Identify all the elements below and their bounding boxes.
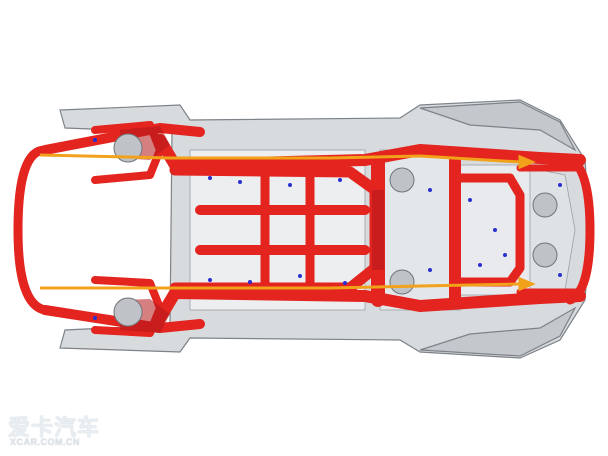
watermark-logo: 爱卡汽车: [8, 416, 101, 441]
load-path-arrows: [39, 153, 536, 292]
watermark-site: XCAR.COM.CN: [10, 437, 80, 447]
weld-markers: [93, 138, 562, 320]
wheel-hubs: [113, 133, 558, 327]
